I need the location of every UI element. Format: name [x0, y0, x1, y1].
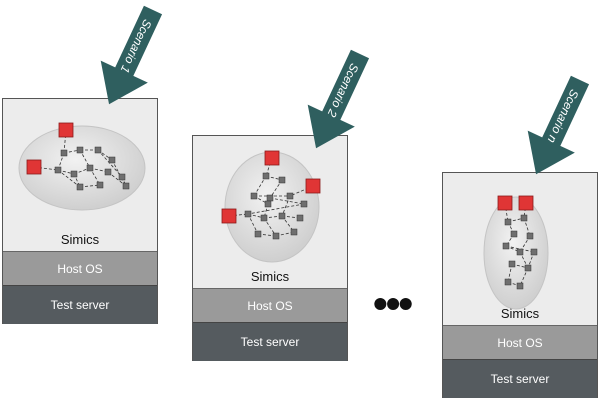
simulated-node: [262, 172, 270, 180]
target-node: [305, 178, 321, 194]
scenario-2-test-server: Test server: [193, 322, 347, 361]
simulated-node: [278, 176, 286, 184]
target-node: [221, 208, 237, 224]
simulated-node: [516, 282, 524, 290]
simulated-node: [104, 168, 112, 176]
simulated-node: [60, 149, 68, 157]
simulated-node: [122, 182, 130, 190]
simulated-node: [86, 164, 94, 172]
simulated-node: [508, 260, 516, 268]
scenario-n-network-cloud: [483, 196, 549, 310]
scenario-n-simics-label: Simics: [500, 306, 540, 321]
scenario-1-host-os: Host OS: [3, 251, 157, 286]
simulated-node: [108, 156, 116, 164]
scenario-2-arrow: Scenario 2: [307, 49, 370, 149]
simulated-node: [250, 192, 258, 200]
target-node: [58, 122, 74, 138]
network-link: [63, 129, 67, 154]
scenario-1-network: [26, 122, 130, 191]
target-node: [497, 195, 513, 211]
simulated-node: [300, 200, 308, 208]
network-link: [269, 179, 283, 199]
scenario-1-arrow: Scenario 1: [100, 5, 163, 105]
network-link: [247, 203, 305, 215]
simulated-node: [260, 214, 268, 222]
simulated-node: [510, 230, 518, 238]
network-link: [253, 175, 267, 197]
simulated-node: [504, 278, 512, 286]
simulated-node: [504, 218, 512, 226]
simulated-node: [278, 212, 286, 220]
simulated-node: [54, 166, 62, 174]
scenario-n-arrow: Scenario n: [527, 75, 590, 175]
network-link: [281, 195, 291, 217]
network-link: [269, 197, 305, 205]
simulated-node: [296, 214, 304, 222]
scenario-n-network: [497, 195, 538, 290]
scenario-2-network: [221, 150, 321, 240]
network-link: [33, 166, 59, 171]
network-link: [289, 185, 314, 197]
simulated-node: [526, 232, 534, 240]
network-link: [247, 213, 259, 235]
simulated-node: [286, 192, 294, 200]
target-node: [26, 159, 42, 175]
simulated-node: [502, 242, 510, 250]
scenario-1-test-server: Test server: [3, 285, 157, 324]
network-link: [107, 171, 127, 187]
simulated-node: [94, 146, 102, 154]
simulated-node: [266, 194, 274, 202]
simulated-node: [244, 210, 252, 218]
simulated-node: [254, 230, 262, 238]
simulated-node: [70, 170, 78, 178]
simulated-node: [96, 181, 104, 189]
target-node: [518, 195, 534, 211]
network-link: [263, 217, 277, 237]
simulated-node: [264, 200, 272, 208]
network-link: [97, 149, 123, 178]
scenario-2-simics-label: Simics: [250, 269, 290, 284]
scenario-1-simics-label: Simics: [60, 232, 100, 247]
more-scenarios-ellipsis: •••: [373, 280, 413, 327]
simulated-node: [118, 173, 126, 181]
simulated-node: [530, 248, 538, 256]
scenario-n-host-os: Host OS: [443, 325, 597, 360]
simulated-node: [272, 232, 280, 240]
scenario-n-test-server: Test server: [443, 359, 597, 398]
simulated-node: [520, 214, 528, 222]
scenario-1-network-cloud: [18, 125, 146, 211]
simulated-node: [76, 146, 84, 154]
simulated-node: [524, 264, 532, 272]
simulated-node: [516, 248, 524, 256]
simulated-node: [290, 228, 298, 236]
simulated-node: [76, 183, 84, 191]
network-link: [79, 184, 101, 188]
scenario-2-host-os: Host OS: [193, 288, 347, 323]
target-node: [264, 150, 280, 166]
